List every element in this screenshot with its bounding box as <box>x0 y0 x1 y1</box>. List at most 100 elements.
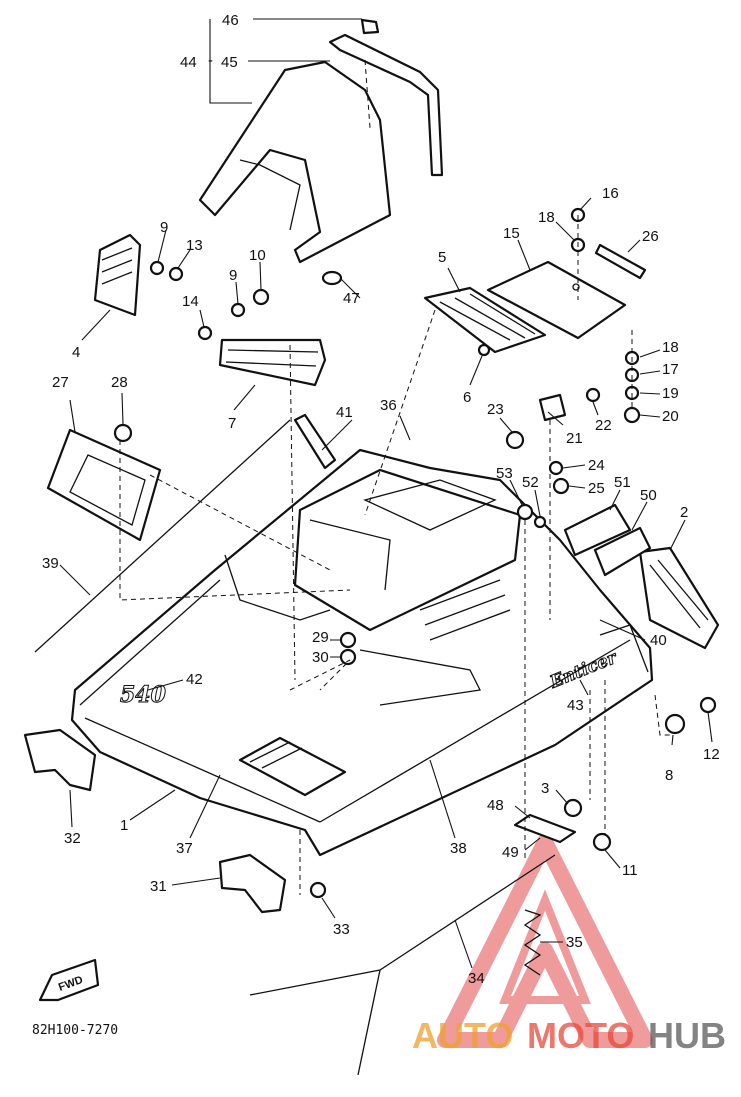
lead-27 <box>69 399 76 433</box>
part-50-51-plates <box>563 503 652 577</box>
bolt-22 <box>585 387 601 403</box>
dash-right <box>589 680 606 835</box>
callout-3: 3 <box>541 780 549 797</box>
grille-left <box>93 233 142 317</box>
callout-53: 53 <box>496 465 513 482</box>
lead-52 <box>534 489 541 517</box>
lead-2 <box>669 519 686 551</box>
rod-26 <box>594 243 647 280</box>
lead-10 <box>259 261 262 291</box>
callout-16: 16 <box>602 185 619 202</box>
lead-33 <box>321 897 336 919</box>
lead-8 <box>671 734 674 746</box>
lead-47 <box>339 277 361 299</box>
lead-9a <box>157 229 167 263</box>
lead-32 <box>69 789 73 828</box>
decal-model: 540 <box>120 682 167 708</box>
lead-50 <box>631 501 648 531</box>
windshield-trim <box>328 33 444 177</box>
lead-3 <box>555 789 569 805</box>
callout-8: 8 <box>665 767 673 784</box>
grommet-23 <box>505 430 525 450</box>
callout-33: 33 <box>333 921 350 938</box>
hood-stripe <box>599 624 649 673</box>
nut-24 <box>548 460 564 476</box>
callout-24: 24 <box>588 457 605 474</box>
part-4-grille <box>93 233 142 317</box>
bezel-27 <box>46 428 162 542</box>
callout-29: 29 <box>312 629 329 646</box>
dash-pad <box>364 309 436 516</box>
callout-45: 45 <box>221 54 238 71</box>
lead-28 <box>121 392 124 425</box>
hinge-31 <box>218 853 287 914</box>
lead-4 <box>81 309 111 341</box>
bezel-27-inner <box>69 454 146 526</box>
side-vent-2 <box>638 546 720 650</box>
grommet-53 <box>516 503 534 521</box>
panel-15 <box>486 260 627 340</box>
callout-12: 12 <box>703 746 720 763</box>
callout-13: 13 <box>186 237 203 254</box>
hinges <box>23 728 287 914</box>
part-39-rod <box>34 419 291 653</box>
dash-panel <box>577 215 633 410</box>
callout-27: 27 <box>52 374 69 391</box>
callout-14: 14 <box>182 293 199 310</box>
callout-11: 11 <box>622 862 638 879</box>
lead-41 <box>321 419 353 451</box>
lead-24 <box>562 464 586 469</box>
lead-43 <box>579 679 589 696</box>
lead-9b <box>235 281 239 305</box>
hood: 540 Enticer <box>70 448 654 857</box>
callout-19: 19 <box>662 385 679 402</box>
lead-18a <box>555 221 575 241</box>
lead-49 <box>524 837 541 851</box>
nut-9b <box>230 302 246 318</box>
cable-34-branch <box>357 969 381 1076</box>
lead-18b <box>639 349 661 358</box>
nut-10 <box>252 288 270 306</box>
windshield <box>198 18 444 264</box>
lead-25 <box>568 485 586 489</box>
callout-22: 22 <box>595 417 612 434</box>
fwd-arrow-shape <box>38 958 100 1002</box>
fwd-arrow: FWD <box>38 958 100 1002</box>
callout-6: 6 <box>463 389 471 406</box>
callout-7: 7 <box>228 415 236 432</box>
callout-25: 25 <box>588 480 605 497</box>
lead-29-30 <box>330 639 340 658</box>
callout-36: 36 <box>380 397 397 414</box>
nut-9a <box>149 260 165 276</box>
callout-5: 5 <box>438 249 446 266</box>
grommet-3 <box>563 798 583 818</box>
callout-40: 40 <box>650 632 667 649</box>
grille-left-slats <box>101 247 133 285</box>
windshield-inner-edge <box>239 159 301 231</box>
assembly-lines <box>119 59 672 895</box>
windshield-clip <box>360 18 380 35</box>
hood-left-edge <box>79 579 221 706</box>
dash-bezel-2 <box>149 474 331 571</box>
callout-9a: 9 <box>160 219 168 236</box>
hood-front-vent <box>238 736 347 797</box>
dash-vent <box>289 344 296 681</box>
plate-50 <box>593 526 652 577</box>
callout-37: 37 <box>176 840 193 857</box>
bracket-21 <box>538 393 567 422</box>
nut-13 <box>168 266 184 282</box>
grommet-30 <box>339 648 357 666</box>
callout-52: 52 <box>522 474 539 491</box>
callouts: 46 44 45 - 9 13 10 9 14 4 7 47 16 18 26 … <box>42 12 720 987</box>
callout-49: 49 <box>502 844 519 861</box>
callout-48: 48 <box>487 797 504 814</box>
callout-43: 43 <box>567 697 584 714</box>
callout-4: 4 <box>72 344 80 361</box>
lead-31 <box>171 877 221 886</box>
callout-dash: - <box>208 52 213 69</box>
lead-17 <box>639 370 661 375</box>
lead-39 <box>59 564 91 596</box>
lead-53 <box>509 479 523 506</box>
lead-44-bracket <box>209 19 252 104</box>
